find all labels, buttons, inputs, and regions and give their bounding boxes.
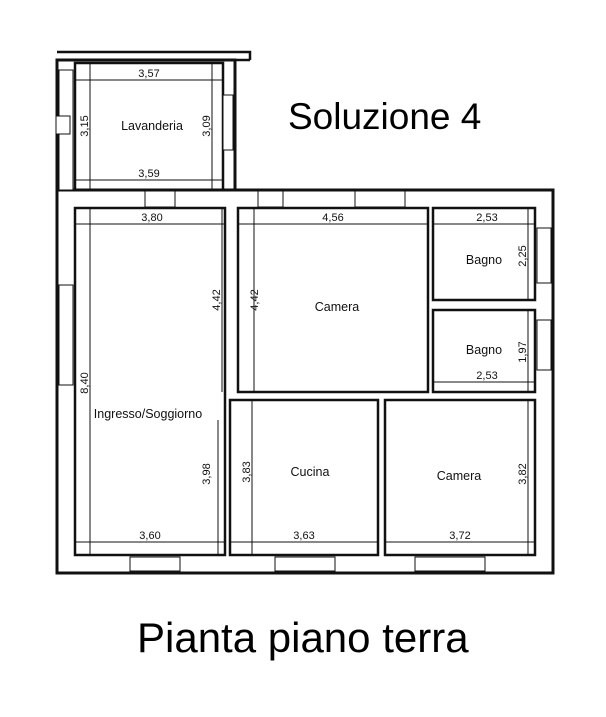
dim-cucina-bottom: 3,63 (293, 530, 314, 542)
dim-ingresso-right-lower: 3,98 (201, 463, 213, 484)
dimension-labels: 3,57 3,59 3,15 3,09 3,80 3,60 8,40 4,42 … (79, 68, 529, 542)
dimension-lines (75, 63, 535, 555)
room-label-lavanderia: Lavanderia (121, 119, 183, 133)
room-bagno-2 (431, 308, 537, 394)
dim-camera2-bottom: 3,72 (449, 530, 470, 542)
dim-lavanderia-top: 3,57 (138, 68, 159, 80)
windows (55, 69, 552, 572)
dim-bagno2-right: 1,97 (517, 341, 529, 362)
dim-bagno2-bottom: 2,53 (476, 370, 497, 382)
room-camera-1 (236, 206, 430, 394)
room-cucina (228, 398, 380, 557)
plan-title: Soluzione 4 (288, 96, 482, 137)
room-labels: Lavanderia Ingresso/Soggiorno Camera Bag… (94, 119, 502, 483)
dim-cucina-left: 3,83 (241, 461, 253, 482)
dim-lavanderia-bottom: 3,59 (138, 168, 159, 180)
dim-camera1-top: 4,56 (322, 212, 343, 224)
dim-ingresso-top: 3,80 (141, 212, 162, 224)
dim-ingresso-right-upper: 4,42 (211, 289, 223, 310)
room-label-bagno-1: Bagno (466, 253, 502, 267)
dim-ingresso-left: 8,40 (79, 372, 91, 393)
plan-subtitle: Pianta piano terra (137, 614, 469, 661)
dim-lavanderia-left: 3,15 (79, 115, 91, 136)
room-label-camera-2: Camera (437, 469, 482, 483)
room-label-bagno-2: Bagno (466, 343, 502, 357)
room-ingresso (73, 206, 227, 557)
room-label-cucina: Cucina (291, 465, 330, 479)
dim-bagno1-top: 2,53 (476, 212, 497, 224)
dim-camera2-right: 3,82 (517, 463, 529, 484)
room-bagno-1 (431, 206, 537, 302)
room-label-camera-1: Camera (315, 300, 360, 314)
dim-ingresso-bottom: 3,60 (139, 530, 160, 542)
dim-bagno1-right: 2,25 (517, 245, 529, 266)
room-camera-2 (383, 398, 537, 557)
room-label-ingresso: Ingresso/Soggiorno (94, 407, 202, 421)
dim-lavanderia-right: 3,09 (201, 115, 213, 136)
dim-camera1-left: 4,42 (249, 289, 261, 310)
